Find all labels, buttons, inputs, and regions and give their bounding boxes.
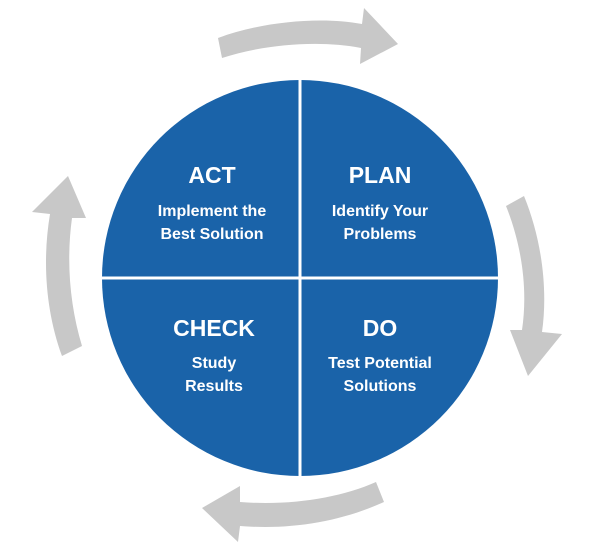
check-description-line1: Study — [192, 355, 237, 372]
cycle-arrow-left — [32, 176, 86, 356]
quadrant-act: ACT Implement the Best Solution — [158, 162, 267, 243]
act-description-line2: Best Solution — [160, 226, 263, 243]
do-description-line1: Test Potential — [328, 355, 432, 372]
cycle-arrow-top — [218, 8, 398, 64]
plan-title: PLAN — [349, 162, 412, 188]
check-description-line2: Results — [185, 378, 243, 395]
check-title: CHECK — [173, 315, 255, 341]
act-title: ACT — [188, 162, 235, 188]
quadrant-do: DO Test Potential Solutions — [328, 315, 432, 395]
do-description-line2: Solutions — [344, 378, 417, 395]
act-description-line1: Implement the — [158, 203, 267, 220]
cycle-arrow-right — [506, 196, 562, 376]
quadrant-plan: PLAN Identify Your Problems — [332, 162, 428, 243]
do-title: DO — [363, 315, 398, 341]
plan-description-line1: Identify Your — [332, 203, 428, 220]
quadrant-check: CHECK Study Results — [173, 315, 255, 395]
plan-description-line2: Problems — [344, 226, 417, 243]
cycle-arrow-bottom — [202, 482, 384, 542]
